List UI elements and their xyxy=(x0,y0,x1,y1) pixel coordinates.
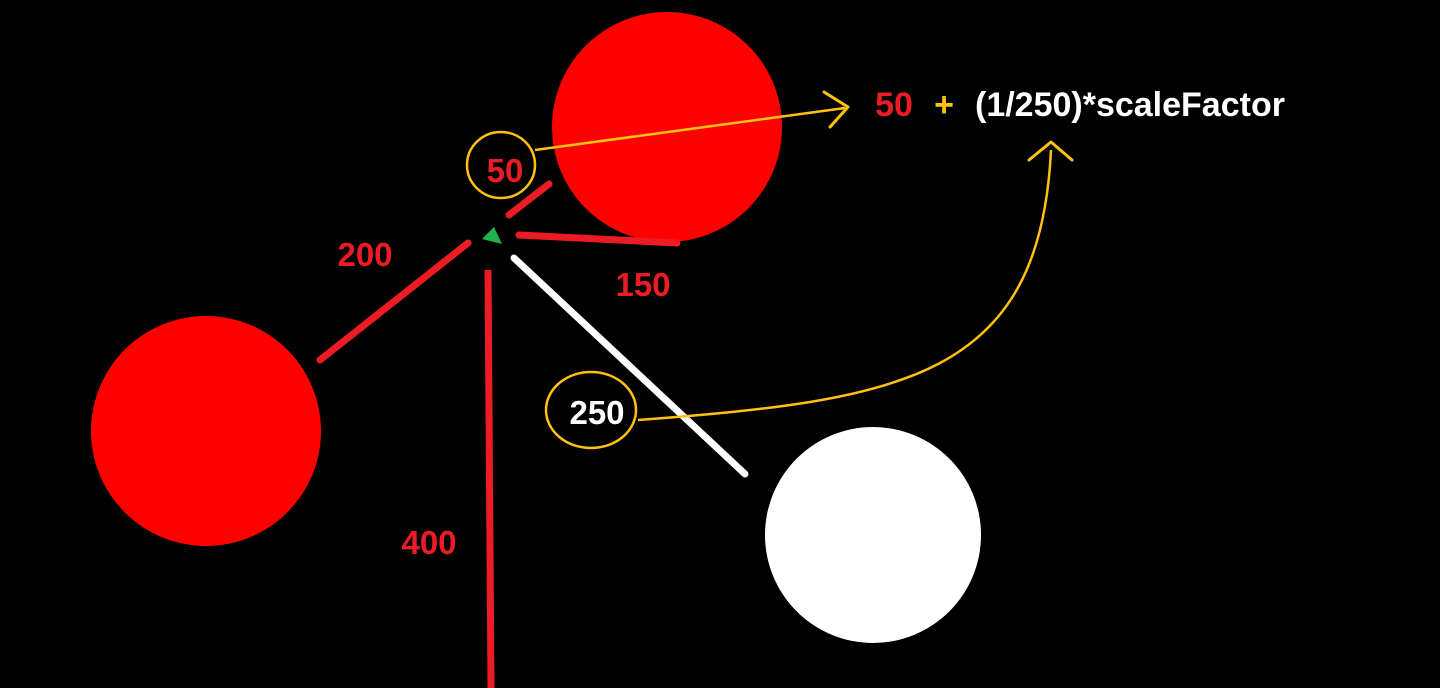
arrow-50-to-formula xyxy=(534,106,846,152)
label-150: 150 xyxy=(615,266,670,303)
formula-term-50: 50 xyxy=(875,86,913,124)
origin-marker-icon xyxy=(482,227,502,244)
label-50: 50 xyxy=(487,152,524,189)
red-circle-top xyxy=(552,12,782,242)
highlight-ring-50 xyxy=(465,130,537,200)
label-250: 250 xyxy=(569,394,624,431)
label-200: 200 xyxy=(337,236,392,273)
line-150 xyxy=(515,231,681,247)
line-50 xyxy=(505,180,553,219)
arrow-250-to-formula xyxy=(637,149,1053,422)
arrowhead-50-icon xyxy=(822,90,850,129)
formula-term-scale: (1/250)*scaleFactor xyxy=(975,86,1285,124)
white-circle xyxy=(765,427,981,643)
highlight-ring-250 xyxy=(544,370,638,450)
line-250 xyxy=(510,254,749,478)
formula-plus: + xyxy=(934,86,954,124)
red-circle-left xyxy=(91,316,321,546)
arrowhead-250-icon xyxy=(1027,140,1074,162)
line-400 xyxy=(484,269,495,688)
line-200 xyxy=(316,239,472,364)
label-400: 400 xyxy=(401,524,456,561)
